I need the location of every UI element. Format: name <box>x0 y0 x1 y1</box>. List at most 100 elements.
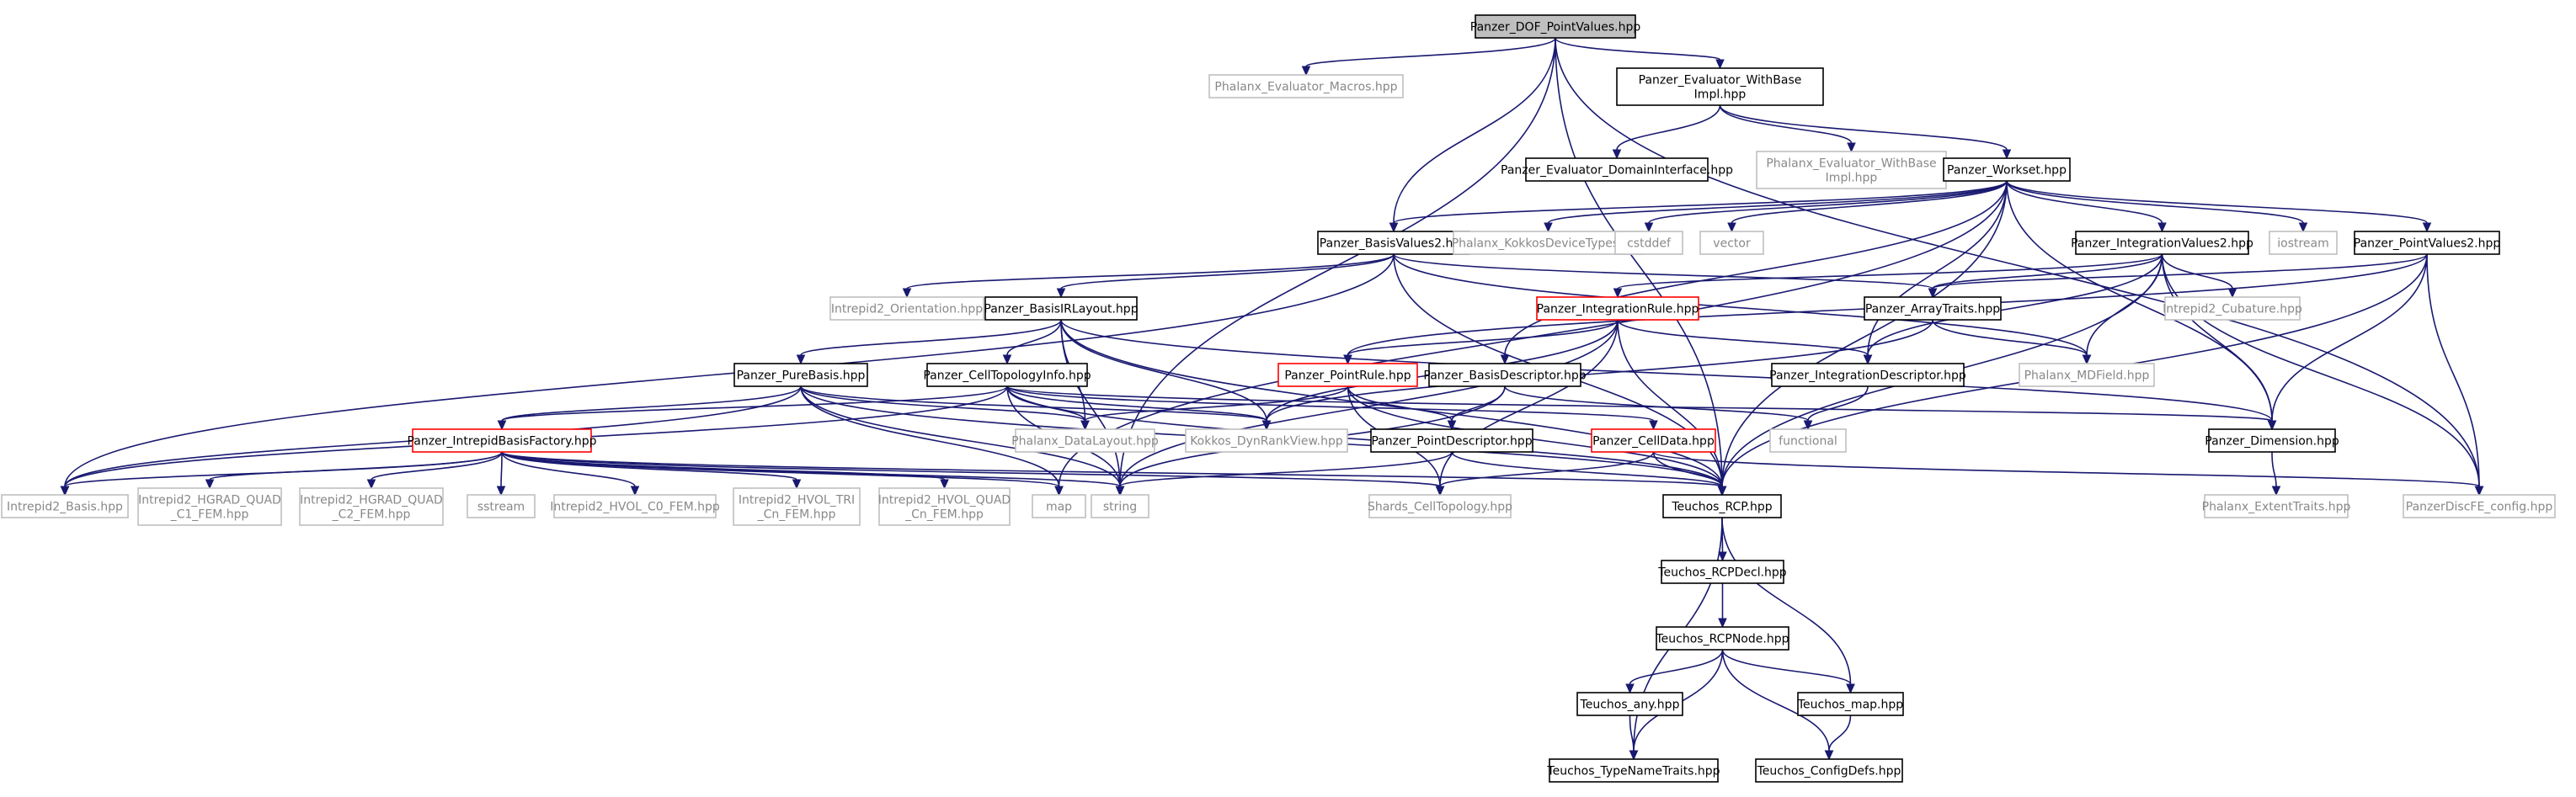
node-label: PanzerDiscFE_config.hpp <box>2406 501 2553 514</box>
node-label: Panzer_IntegrationValues2.hpp <box>2071 237 2253 251</box>
edge-panzer-workset-hpp-to-panzer-basisdescriptor-hpp <box>1500 180 2008 365</box>
node-box <box>926 363 1088 387</box>
node-panzer-pointvalues2-hpp[interactable]: Panzer_PointValues2.hpp <box>2354 231 2501 255</box>
node-box <box>1475 14 1636 39</box>
node-label: map <box>1046 501 1072 514</box>
edge-teuchos-map-hpp-to-teuchos-configdefs-hpp <box>1824 715 1852 761</box>
node-teuchos-rcpdecl-hpp[interactable]: Teuchos_RCPDecl.hpp <box>1657 560 1787 584</box>
node-box <box>1864 296 2002 321</box>
edge-panzer-basisirlayout-hpp-to-panzer-celltopologyinfo-hpp <box>1002 319 1062 365</box>
node-box <box>2269 231 2338 255</box>
node-panzer-evaluator-domaininterface-hpp[interactable]: Panzer_Evaluator_DomainInterface.hpp <box>1501 157 1733 182</box>
node-label: _C2_FEM.hpp <box>332 508 411 522</box>
node-panzer-basisirlayout-hpp[interactable]: Panzer_BasisIRLayout.hpp <box>984 296 1139 321</box>
node-label: Phalanx_KokkosDeviceTypes.hpp <box>1452 237 1645 251</box>
node-intrepid2-hvol-c0-fem-hpp: Intrepid2_HVOL_C0_FEM.hpp <box>550 494 720 518</box>
node-label: Teuchos_map.hpp <box>1797 699 1903 712</box>
node-panzer-pointrule-hpp[interactable]: Panzer_PointRule.hpp <box>1277 363 1418 387</box>
edge-panzer-basisdescriptor-hpp-to-panzer-pointdescriptor-hpp <box>1447 385 1506 431</box>
node-label: Panzer_Evaluator_DomainInterface.hpp <box>1501 164 1733 178</box>
edge-panzer-pointvalues2-hpp-to-panzer-dimension-hpp <box>2267 253 2428 431</box>
node-panzer-arraytraits-hpp[interactable]: Panzer_ArrayTraits.hpp <box>1864 296 2002 321</box>
node-label: Panzer_BasisDescriptor.hpp <box>1423 369 1586 383</box>
node-panzer-dimension-hpp[interactable]: Panzer_Dimension.hpp <box>2205 428 2339 453</box>
node-label: _C1_FEM.hpp <box>170 508 249 522</box>
edge-panzer-basisirlayout-hpp-to-kokkos-dynrankview-hpp <box>1060 319 1272 431</box>
node-panzer-basisdescriptor-hpp[interactable]: Panzer_BasisDescriptor.hpp <box>1423 363 1587 387</box>
node-label: Intrepid2_HVOL_TRI <box>739 494 855 507</box>
node-panzer-purebasis-hpp[interactable]: Panzer_PureBasis.hpp <box>733 363 868 387</box>
edge-panzer-pointrule-hpp-to-phalanx-datalayout-hpp <box>1080 385 1349 431</box>
node-panzer-intrepidbasisfactory-hpp[interactable]: Panzer_IntrepidBasisFactory.hpp <box>407 428 597 453</box>
node-panzer-basisvalues2-hpp[interactable]: Panzer_BasisValues2.hpp <box>1317 231 1470 255</box>
node-panzer-celltopologyinfo-hpp[interactable]: Panzer_CellTopologyInfo.hpp <box>923 363 1091 387</box>
node-box <box>467 494 536 518</box>
node-panzer-celldata-hpp[interactable]: Panzer_CellData.hpp <box>1591 428 1716 453</box>
node-box <box>1185 428 1348 453</box>
node-teuchos-rcpnode-hpp[interactable]: Teuchos_RCPNode.hpp <box>1656 626 1789 651</box>
node-intrepid2-basis-hpp: Intrepid2_Basis.hpp <box>1 494 129 518</box>
node-panzer-dof-pointvalues-hpp[interactable]: Panzer_DOF_PointValues.hpp <box>1470 14 1641 39</box>
node-label: Panzer_CellData.hpp <box>1592 435 1715 449</box>
edge-panzer-integrationvalues2-hpp-to-panzer-integrationrule-hpp <box>1613 253 2163 299</box>
node-box <box>1277 363 1418 387</box>
edge-panzer-integrationvalues2-hpp-to-panzer-arraytraits-hpp <box>1928 253 2163 299</box>
node-label: _Cn_FEM.hpp <box>757 508 836 522</box>
node-intrepid2-cubature-hpp: Intrepid2_Cubature.hpp <box>2163 296 2302 321</box>
node-panzer-integrationdescriptor-hpp[interactable]: Panzer_IntegrationDescriptor.hpp <box>1769 363 1966 387</box>
edge-panzer-evaluator-withbase-impl-hpp-to-panzer-evaluator-domaininterface-hpp <box>1612 104 1721 160</box>
node-label: iostream <box>2277 237 2329 251</box>
node-panzer-pointdescriptor-hpp[interactable]: Panzer_PointDescriptor.hpp <box>1370 428 1533 453</box>
node-box <box>1797 692 1904 716</box>
edge-panzer-celldata-hpp-to-panzerdiscfe-config-hpp <box>1652 451 2484 497</box>
node-label: Panzer_IntegrationRule.hpp <box>1537 303 1699 316</box>
node-box <box>1771 363 1965 387</box>
edge-panzer-intrepidbasisfactory-hpp-to-intrepid2-hvol-c0-fem-hpp <box>501 451 640 497</box>
node-label: vector <box>1713 237 1751 251</box>
node-label: Intrepid2_HVOL_QUAD <box>878 494 1011 507</box>
node-label: Phalanx_DataLayout.hpp <box>1011 435 1159 449</box>
edge-panzer-arraytraits-hpp-to-phalanx-mdfield-hpp <box>1932 319 2092 365</box>
edge-layer <box>60 37 2484 761</box>
node-box <box>1661 560 1784 584</box>
node-teuchos-any-hpp[interactable]: Teuchos_any.hpp <box>1576 692 1683 716</box>
node-teuchos-map-hpp[interactable]: Teuchos_map.hpp <box>1797 692 1904 716</box>
node-box <box>1614 231 1683 255</box>
node-panzerdiscfe-config-hpp: PanzerDiscFE_config.hpp <box>2403 494 2556 518</box>
edge-teuchos-rcpnode-hpp-to-teuchos-any-hpp <box>1625 649 1724 694</box>
node-box <box>1525 157 1709 182</box>
edge-panzer-dof-pointvalues-hpp-to-teuchos-rcp-hpp <box>1555 37 1727 497</box>
node-panzer-workset-hpp[interactable]: Panzer_Workset.hpp <box>1943 157 2071 182</box>
node-layer: Panzer_DOF_PointValues.hppPhalanx_Evalua… <box>1 14 2556 783</box>
node-label: Panzer_BasisIRLayout.hpp <box>984 303 1138 316</box>
edge-panzer-intrepidbasisfactory-hpp-to-intrepid2-hgrad-quad-c1-fem-hpp <box>205 451 503 490</box>
node-box <box>984 296 1138 321</box>
node-panzer-integrationrule-hpp[interactable]: Panzer_IntegrationRule.hpp <box>1536 296 1699 321</box>
edge-panzer-pointvalues2-hpp-to-panzer-arraytraits-hpp <box>1928 253 2428 299</box>
node-label: Phalanx_Evaluator_Macros.hpp <box>1214 81 1397 94</box>
node-box <box>1032 494 1086 518</box>
node-label: Intrepid2_HVOL_C0_FEM.hpp <box>550 501 720 514</box>
node-label: Panzer_PointDescriptor.hpp <box>1371 435 1532 449</box>
node-intrepid2-hvol-quad-cn-fem-hpp: Intrepid2_HVOL_QUAD_Cn_FEM.hpp <box>878 487 1011 526</box>
node-kokkos-dynrankview-hpp: Kokkos_DynRankView.hpp <box>1185 428 1348 453</box>
node-box <box>1943 157 2071 182</box>
node-label: Kokkos_DynRankView.hpp <box>1190 435 1343 449</box>
node-teuchos-rcp-hpp[interactable]: Teuchos_RCP.hpp <box>1662 494 1782 518</box>
node-teuchos-configdefs-hpp[interactable]: Teuchos_ConfigDefs.hpp <box>1755 758 1903 783</box>
node-box <box>2019 363 2155 387</box>
edge-panzer-basisirlayout-hpp-to-teuchos-rcp-hpp <box>1060 319 1727 497</box>
node-box <box>1370 428 1533 453</box>
edge-panzer-evaluator-withbase-impl-hpp-to-phalanx-evaluator-withbase-impl-hpp <box>1719 104 1856 153</box>
node-box <box>2208 428 2336 453</box>
node-label: Panzer_Workset.hpp <box>1947 164 2067 178</box>
node-panzer-integrationvalues2-hpp[interactable]: Panzer_IntegrationValues2.hpp <box>2071 231 2253 255</box>
edge-panzer-intrepidbasisfactory-hpp-to-intrepid2-hvol-tri-cn-fem-hpp <box>501 451 802 490</box>
node-teuchos-typenametraits-hpp[interactable]: Teuchos_TypeNameTraits.hpp <box>1546 758 1720 783</box>
node-box <box>878 487 1011 526</box>
node-box <box>412 428 592 453</box>
node-box <box>1755 758 1903 783</box>
